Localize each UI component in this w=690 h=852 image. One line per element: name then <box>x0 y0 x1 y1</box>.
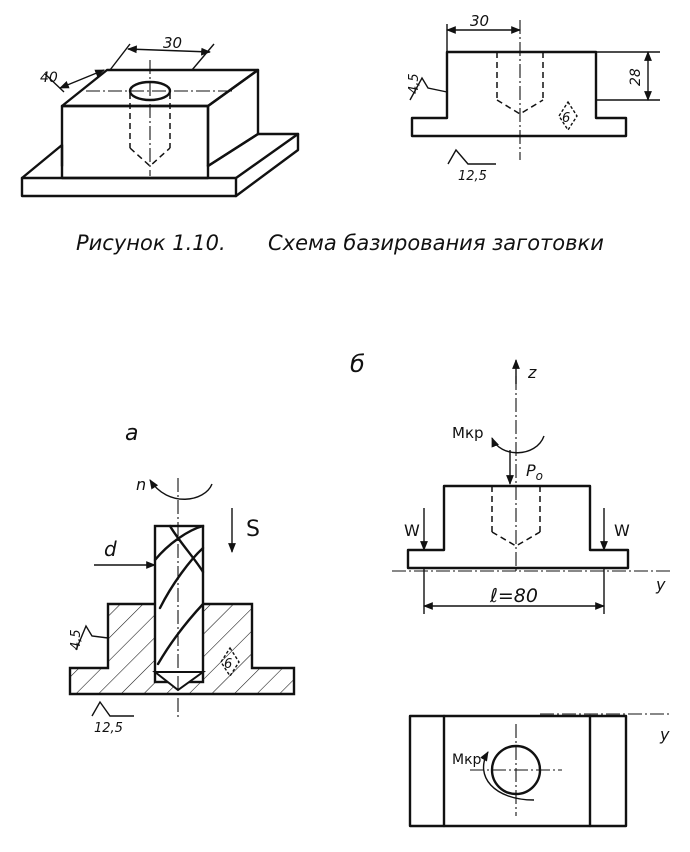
front-rough-base: 12,5 <box>458 169 487 184</box>
front-dim-height: 28 <box>628 68 644 86</box>
view-a-feed: S <box>246 517 260 542</box>
view-b-label: б <box>350 350 365 378</box>
front-view: 30 28 4,5 12,5 6 <box>407 12 660 184</box>
view-b-span: ℓ=80 <box>489 585 538 607</box>
view-b: б z Мкр Po W W y ℓ=80 <box>350 350 672 614</box>
front-rough-side: 4,5 <box>407 73 422 94</box>
iso-dim-depth: 40 <box>40 70 58 86</box>
view-b-moment: Мкр <box>452 424 484 442</box>
view-a-rough-base: 12,5 <box>94 721 123 736</box>
view-a-rotation: n <box>136 475 146 494</box>
view-a-rough-side: 4,5 <box>69 629 84 650</box>
isometric-view: 30 40 <box>20 34 300 198</box>
view-a-tolerance: 6 <box>224 657 232 672</box>
view-b-axis-y: y <box>655 575 666 594</box>
view-b-axis-z: z <box>527 363 537 382</box>
view-a-diameter: d <box>104 537 117 561</box>
caption-number: Рисунок 1.10. <box>76 231 226 255</box>
view-a: а n S d 4,5 12,5 6 <box>68 421 296 736</box>
plan-view: y Мкр <box>408 713 670 828</box>
front-tolerance: 6 <box>562 111 570 126</box>
view-b-clamp-left: W <box>404 521 420 540</box>
plan-moment: Мкр <box>452 752 482 768</box>
front-dim-hole: 30 <box>470 12 489 30</box>
view-b-clamp-right: W <box>614 521 630 540</box>
iso-dim-width: 30 <box>163 34 182 52</box>
plan-axis-y: y <box>659 725 670 744</box>
view-a-label: а <box>125 421 138 446</box>
view-b-force: Po <box>526 461 543 483</box>
caption-text: Схема базирования заготовки <box>268 231 604 255</box>
